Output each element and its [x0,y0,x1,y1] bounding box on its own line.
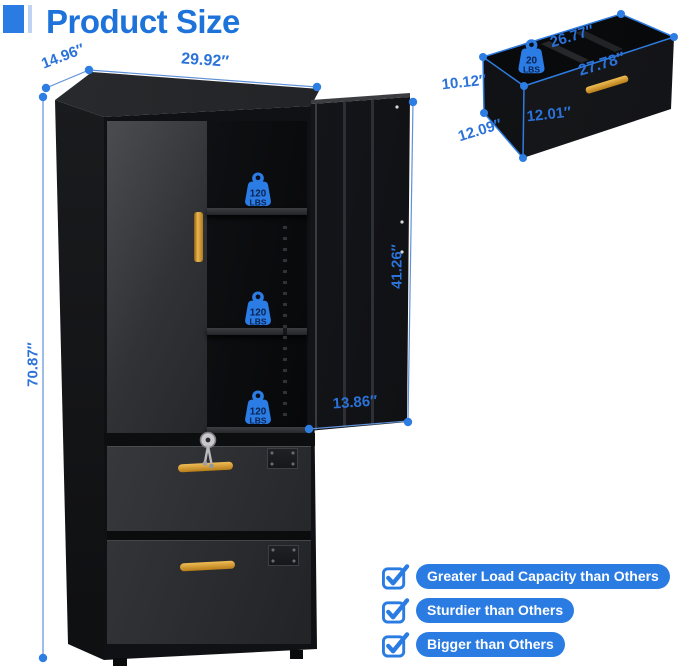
page-title: Product Size [46,3,240,40]
cabinet-foot [290,650,303,659]
feature-pill: Sturdier than Others [416,598,575,623]
checkmark-icon [382,564,410,590]
shelf-capacity-weight-icon: 120 LBS [245,172,271,208]
dim-drawer-depth: 12.09″ [456,115,504,146]
checkmark-icon [382,632,410,658]
title-accent-bar [28,5,32,33]
feature-row: Bigger than Others [382,631,670,658]
shelf-capacity-value: 120 [250,308,267,319]
cabinet-foot [113,658,127,666]
lock-with-keys-icon [199,431,217,469]
shelf-capacity-unit: LBS [250,317,267,327]
dim-drawer-left-height: 10.12″ [440,71,488,94]
shelf-capacity-value: 120 [250,407,267,418]
cabinet-shelf [207,427,307,434]
title-square-icon [3,5,24,33]
dim-door-height: 41.26″ [388,244,406,289]
dim-cabinet-depth: 14.96″ [39,40,87,73]
shelf-capacity-weight-icon: 120 LBS [245,390,271,426]
shelf-capacity-unit: LBS [250,198,267,208]
dim-cabinet-height: 70.87″ [24,342,42,387]
drawer1-label-holder [267,448,298,469]
shelf-adjustment-holes [283,218,287,423]
cabinet-closed-door [107,121,209,434]
feature-row: Sturdier than Others [382,597,670,624]
drawer-capacity-unit: LBS [523,65,540,75]
cabinet-shelf [207,328,307,335]
drawer2-label-holder [268,545,299,566]
closed-door-gold-handle [194,212,203,262]
cabinet-open-compartment [207,121,307,434]
feature-list: Greater Load Capacity than Others Sturdi… [382,563,670,658]
feature-pill: Bigger than Others [416,632,565,657]
feature-row: Greater Load Capacity than Others [382,563,670,590]
cabinet-shelf [207,208,307,215]
dim-cabinet-width: 29.92″ [180,50,230,71]
shelf-capacity-value: 120 [250,189,267,200]
drawer-divider-gap [107,531,311,540]
shelf-capacity-unit: LBS [250,416,267,426]
feature-pill: Greater Load Capacity than Others [416,564,670,589]
checkmark-icon [382,598,410,624]
shelf-capacity-weight-icon: 120 LBS [245,291,271,327]
